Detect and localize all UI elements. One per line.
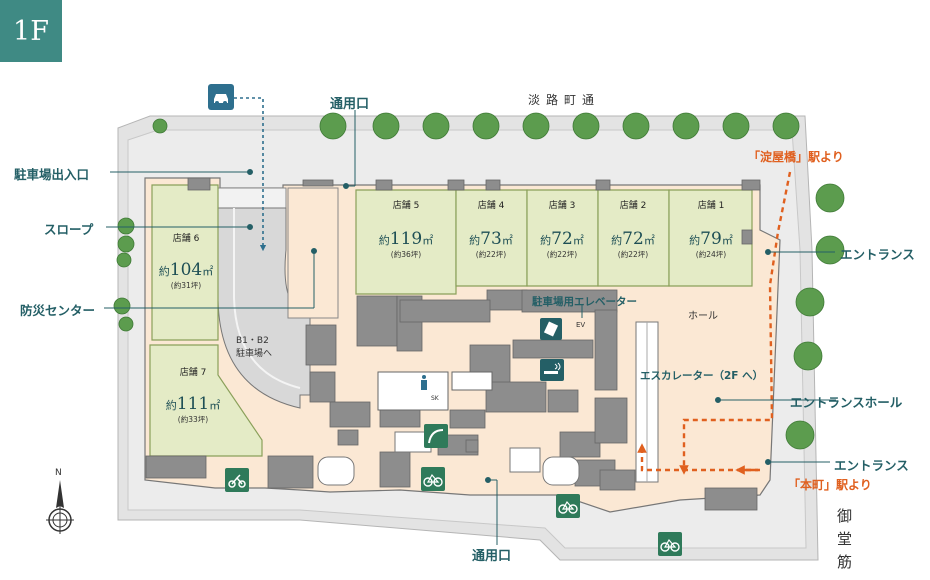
ramp-icon: [424, 424, 448, 448]
station-route-yodoyabashi: [679, 171, 792, 475]
shop-4: 店舗 4 約73㎡ (約22坪): [458, 198, 524, 260]
area-unit: ㎡: [422, 234, 434, 247]
shop-2: 店舗 2 約72㎡ (約22坪): [600, 198, 666, 260]
shop-area: 約111㎡: [158, 394, 228, 414]
elevator-icon: [540, 318, 562, 340]
shop-1: 店舗 1 約79㎡ (約24坪): [674, 198, 748, 260]
shop-name: 店舗 1: [697, 201, 725, 211]
bicycle-icon: [556, 494, 580, 518]
b1b2-label-line1: B1・B2: [236, 336, 269, 346]
shop-area: 約73㎡: [458, 229, 524, 249]
shop-6: 店舗 6 約104㎡ (約31坪): [154, 231, 218, 291]
area-value: 72: [551, 229, 573, 249]
shop-tsubo: (約36坪): [390, 250, 422, 259]
callout-service-entrance-top: 通用口: [330, 97, 370, 112]
callout-service-entrance-bottom: 通用口: [472, 549, 512, 564]
floor-badge: 1F: [0, 0, 62, 62]
area-value: 104: [169, 260, 203, 280]
shop-3: 店舗 3 約72㎡ (約22坪): [529, 198, 595, 260]
area-unit: ㎡: [202, 265, 214, 278]
route-label-honmachi: 「本町」駅より: [788, 478, 872, 492]
shop-area: 約104㎡: [154, 260, 218, 280]
smoking-icon: [540, 359, 564, 381]
parking-route: [228, 97, 267, 252]
area-prefix: 約: [469, 234, 481, 247]
callout-entrance-top: エントランス: [840, 247, 915, 262]
road-name-right: 御堂筋: [835, 508, 853, 577]
trees: [113, 112, 845, 450]
area-value: 79: [700, 229, 722, 249]
callout-disaster-center: 防災センター: [20, 303, 96, 318]
area-value: 119: [389, 229, 423, 249]
area-prefix: 約: [611, 234, 623, 247]
shop-tsubo: (約33坪): [177, 415, 209, 424]
shop-5: 店舗 5 約119㎡ (約36坪): [366, 198, 446, 260]
shop-tsubo: (約31坪): [170, 281, 202, 290]
motorbike-icon: [225, 468, 249, 492]
area-value: 111: [176, 394, 210, 414]
b1b2-label-line2: 駐車場へ: [236, 349, 273, 359]
shop-name: 店舗 7: [179, 368, 207, 378]
escalator: [635, 321, 659, 483]
shop-tsubo: (約22坪): [617, 250, 649, 259]
area-unit: ㎡: [643, 234, 655, 247]
restroom-icon: [421, 375, 427, 390]
shop-name: 店舗 5: [392, 201, 420, 211]
shop-name: 店舗 2: [619, 201, 647, 211]
shop-areas: [149, 184, 753, 457]
hall-label: ホール: [688, 311, 718, 322]
shop-area: 約119㎡: [366, 229, 446, 249]
callout-entrance-hall: エントランスホール: [790, 395, 903, 410]
compass-north-label: N: [55, 468, 62, 478]
shop-tsubo: (約22坪): [475, 250, 507, 259]
area-unit: ㎡: [501, 234, 513, 247]
callout-entrance-bottom: エントランス: [834, 458, 909, 473]
area-prefix: 約: [689, 234, 701, 247]
bicycle-icon: [421, 467, 445, 491]
shop-name: 店舗 6: [172, 234, 200, 244]
area-prefix: 約: [540, 234, 552, 247]
area-unit: ㎡: [721, 234, 733, 247]
car-icon: [208, 84, 234, 110]
escalator-label: エスカレーター（2F へ）: [640, 370, 764, 382]
bicycle-icon: [658, 532, 682, 556]
shop-name: 店舗 4: [477, 201, 505, 211]
shop-tsubo: (約22坪): [546, 250, 578, 259]
area-unit: ㎡: [572, 234, 584, 247]
area-prefix: 約: [158, 265, 170, 278]
ev-label: EV: [576, 321, 586, 329]
sk-label: SK: [431, 395, 439, 402]
shop-area: 約72㎡: [600, 229, 666, 249]
shop-area: 約79㎡: [674, 229, 748, 249]
area-prefix: 約: [378, 234, 390, 247]
area-value: 73: [480, 229, 502, 249]
callout-leaders: [104, 110, 836, 545]
core-blocks: [145, 177, 761, 511]
area-value: 72: [622, 229, 644, 249]
compass-icon: [46, 480, 74, 534]
callout-parking-entrance: 駐車場出入口: [14, 167, 90, 182]
shop-name: 店舗 3: [548, 201, 576, 211]
shop-area: 約72㎡: [529, 229, 595, 249]
area-prefix: 約: [165, 399, 177, 412]
shop-7: 店舗 7 約111㎡ (約33坪): [158, 365, 228, 425]
area-unit: ㎡: [209, 399, 221, 412]
station-route-honmachi: [637, 443, 760, 475]
route-label-yodoyabashi: 「淀屋橋」駅より: [748, 150, 844, 164]
shop-tsubo: (約24坪): [695, 250, 727, 259]
stair-cores: [317, 431, 580, 486]
callout-parking-elevator: 駐車場用エレベーター: [532, 296, 637, 308]
road-name-top: 淡路町通: [528, 93, 601, 107]
callout-slope: スロープ: [44, 222, 94, 237]
